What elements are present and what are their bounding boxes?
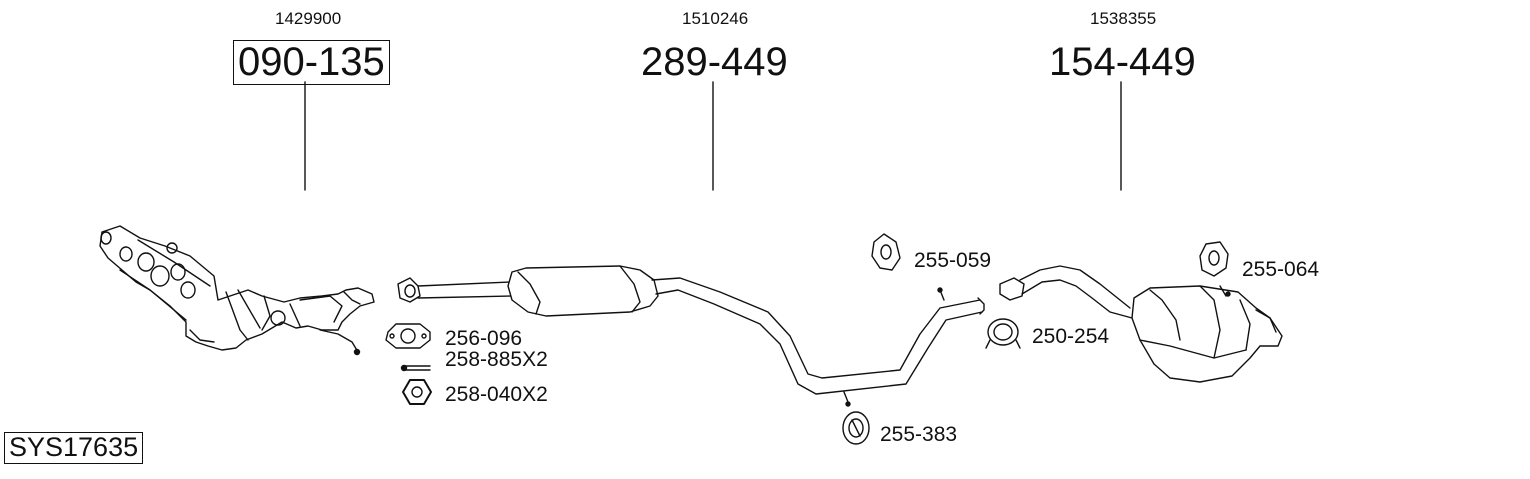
rubber-mount-icon-255-064	[1200, 242, 1228, 276]
accessory-label[interactable]: 258-885X2	[445, 348, 548, 371]
gasket-icon	[386, 324, 430, 348]
manifold-catalyst-part	[100, 226, 374, 355]
accessory-label[interactable]: 255-383	[880, 423, 958, 446]
accessory-label[interactable]: 250-254	[1032, 325, 1110, 348]
ref-number-label: 1510246	[682, 9, 749, 28]
accessory-label[interactable]: 255-064	[1242, 258, 1320, 281]
centre-pipe-part	[398, 266, 984, 406]
part-number-label[interactable]: 289-449	[641, 40, 788, 84]
system-code-label: SYS17635	[4, 432, 144, 464]
rear-silencer-part	[1000, 266, 1282, 382]
clamp-icon	[986, 319, 1020, 348]
ref-number-label: 1429900	[275, 9, 342, 28]
accessory-label[interactable]: 256-096	[445, 327, 523, 350]
accessory-label[interactable]: 258-040X2	[445, 383, 548, 406]
nut-icon	[403, 380, 431, 404]
part-number-label[interactable]: 090-135	[233, 40, 390, 85]
rubber-ring-icon-255-383	[843, 412, 869, 444]
bolt-icon	[402, 366, 431, 371]
rubber-mount-icon-255-059	[872, 234, 900, 270]
part-number-label[interactable]: 154-449	[1049, 40, 1196, 84]
ref-number-label: 1538355	[1090, 9, 1157, 28]
accessory-label[interactable]: 255-059	[914, 249, 992, 272]
